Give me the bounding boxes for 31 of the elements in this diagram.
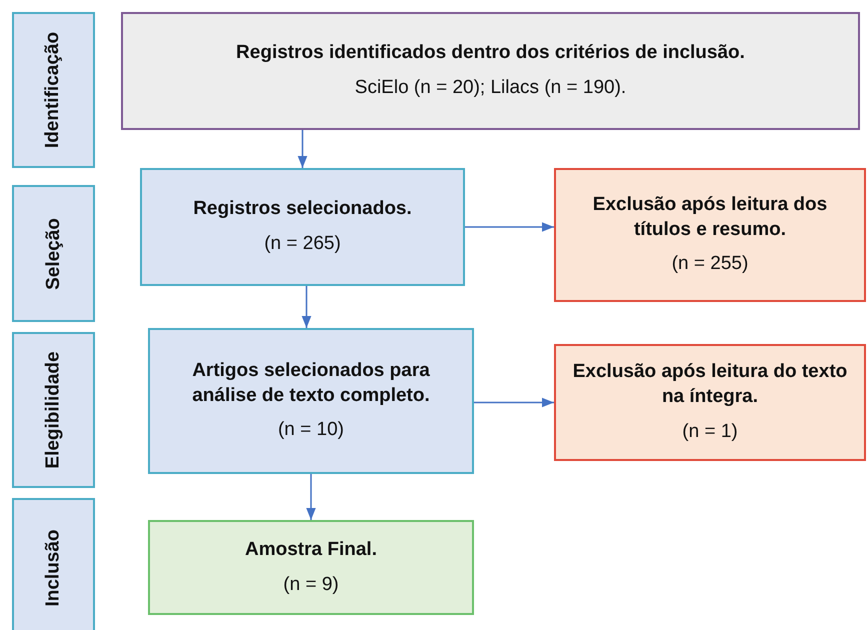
box-heading: Exclusão após leitura do texto na íntegra. xyxy=(572,360,848,410)
box-heading: Artigos selecionados para análise de texto completo. xyxy=(191,358,431,408)
box-text: (n = 10) xyxy=(278,418,344,442)
arrow xyxy=(298,130,308,168)
box-text: (n = 1) xyxy=(682,420,738,444)
process-box xyxy=(148,328,474,474)
stage-label: Elegibilidade xyxy=(42,351,64,469)
stage-band xyxy=(12,498,95,630)
stage-band xyxy=(12,332,95,488)
box-heading: Amostra Final. xyxy=(245,538,377,562)
stage-label: Seleção xyxy=(42,218,64,290)
box-text: (n = 255) xyxy=(672,252,748,276)
box-heading: Registros selecionados. xyxy=(193,197,412,222)
exclusion-box xyxy=(554,168,866,302)
exclusion-box xyxy=(554,344,866,461)
arrow xyxy=(306,474,316,520)
box-text: SciElo (n = 20); Lilacs (n = 190). xyxy=(354,76,626,100)
process-box xyxy=(121,12,860,130)
box-text: (n = 9) xyxy=(283,572,339,596)
box-heading: Exclusão após leitura dos títulos e resumo. xyxy=(592,192,828,242)
stage-band xyxy=(12,12,95,168)
box-heading: Registros identificados dentro dos critérios de inclusão. xyxy=(236,41,745,66)
result-box xyxy=(148,520,474,615)
process-box xyxy=(140,168,465,286)
box-text: (n = 265) xyxy=(264,232,341,256)
arrow xyxy=(302,286,312,328)
stage-label: Inclusão xyxy=(42,529,64,607)
arrow xyxy=(465,222,554,232)
stage-label: Identificação xyxy=(42,32,64,148)
arrow xyxy=(474,398,554,408)
stage-band xyxy=(12,185,95,322)
